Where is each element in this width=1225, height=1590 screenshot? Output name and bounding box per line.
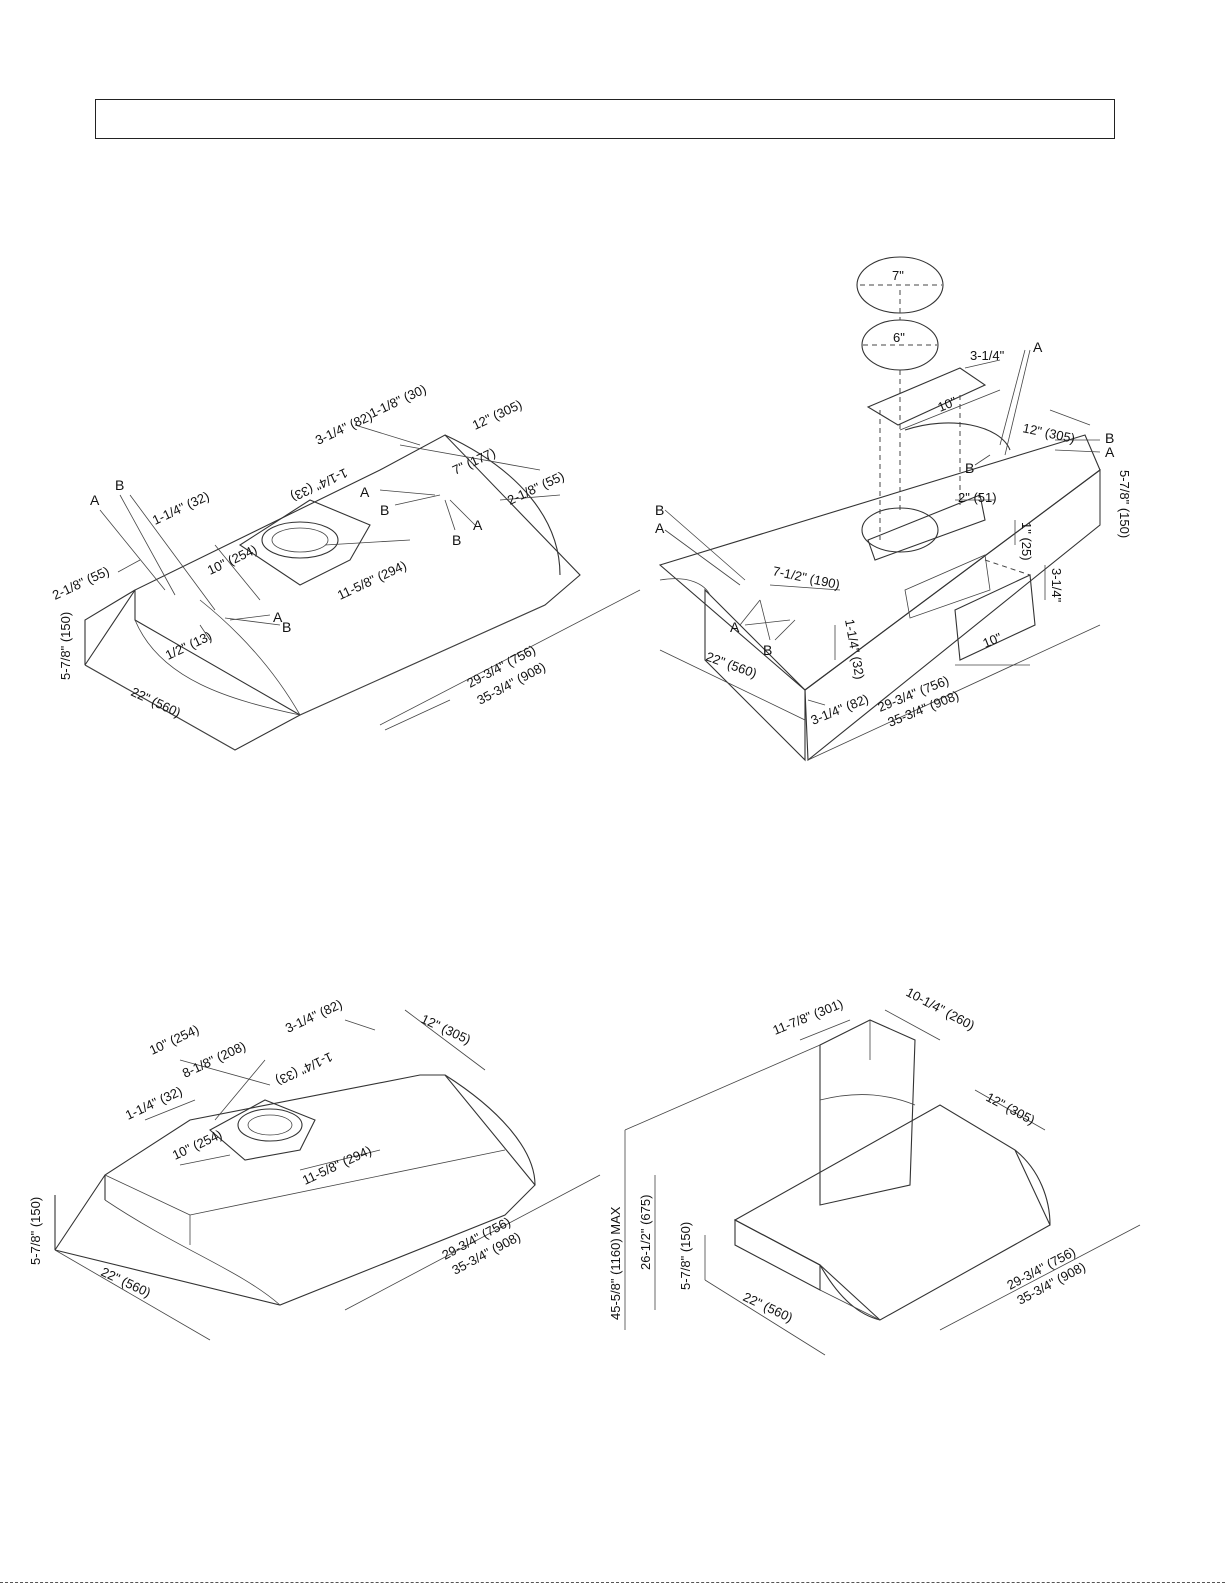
dim-5-7-8-right: 5-7/8" (150) bbox=[1117, 470, 1132, 538]
callout-lines bbox=[99, 489, 476, 626]
page-bottom-rule bbox=[0, 1582, 1225, 1583]
label-b-top: B bbox=[965, 460, 974, 476]
dim-3-1-4-vent: 3-1/4" bbox=[1049, 568, 1064, 603]
dim-45-5-8-max: 45-5/8" (1160) MAX bbox=[608, 1206, 623, 1320]
page-title-box bbox=[95, 99, 1115, 139]
dimension-lines-right bbox=[659, 359, 1101, 761]
hood-base bbox=[733, 1104, 1051, 1321]
label-b-mid: B bbox=[380, 502, 389, 518]
dim-5-7-8-c: 5-7/8" (150) bbox=[678, 1222, 693, 1290]
dim-7-collar: 7" bbox=[892, 268, 904, 283]
label-a-bottom: A bbox=[273, 609, 283, 625]
label-a-side: A bbox=[1105, 444, 1115, 460]
label-a-mid: A bbox=[360, 484, 370, 500]
duct-collars bbox=[856, 256, 944, 510]
dim-3-1-4-plate: 3-1/4" bbox=[970, 348, 1005, 363]
dimension-lines bbox=[84, 424, 641, 751]
label-a-cut: A bbox=[655, 520, 665, 536]
label-b-side: B bbox=[1105, 430, 1114, 446]
blower-housing-2 bbox=[209, 1099, 316, 1161]
label-b-left: B bbox=[115, 477, 124, 493]
label-b-right: B bbox=[452, 532, 461, 548]
label-a-left: A bbox=[90, 492, 100, 508]
dim-10-vent: 10" bbox=[981, 630, 1005, 651]
label-b-bottom: B bbox=[282, 619, 291, 635]
duct-cover-plate bbox=[866, 367, 987, 426]
dimension-lines-2 bbox=[54, 1009, 601, 1341]
hood-outline bbox=[84, 434, 581, 751]
dim-6-collar: 6" bbox=[893, 330, 905, 345]
dim-5-7-8-b: 5-7/8" (150) bbox=[28, 1197, 43, 1265]
dim-10-plate: 10" bbox=[936, 394, 960, 415]
dim-11-7-8: 11-7/8" (301) bbox=[771, 996, 846, 1038]
dim-5-7-8: 5-7/8" (150) bbox=[58, 612, 73, 680]
dim-26-1-2: 26-1/2" (675) bbox=[638, 1195, 653, 1270]
label-b-front: B bbox=[763, 642, 772, 658]
chimney bbox=[819, 1019, 916, 1206]
label-a-front: A bbox=[730, 619, 740, 635]
dashed-guides bbox=[879, 395, 1031, 576]
hood-outline-2 bbox=[54, 1074, 536, 1306]
dim-2-51: 2" (51) bbox=[958, 490, 997, 505]
label-b-cut: B bbox=[655, 502, 664, 518]
callout-lines-right bbox=[664, 349, 1101, 641]
dim-12-305-c: 12" (305) bbox=[984, 1089, 1038, 1127]
blower-housing bbox=[238, 499, 371, 586]
dim-1-25: 1" (25) bbox=[1019, 522, 1034, 561]
label-a-right: A bbox=[473, 517, 483, 533]
label-a-top: A bbox=[1033, 339, 1043, 355]
dimension-lines-3 bbox=[624, 1009, 1141, 1356]
